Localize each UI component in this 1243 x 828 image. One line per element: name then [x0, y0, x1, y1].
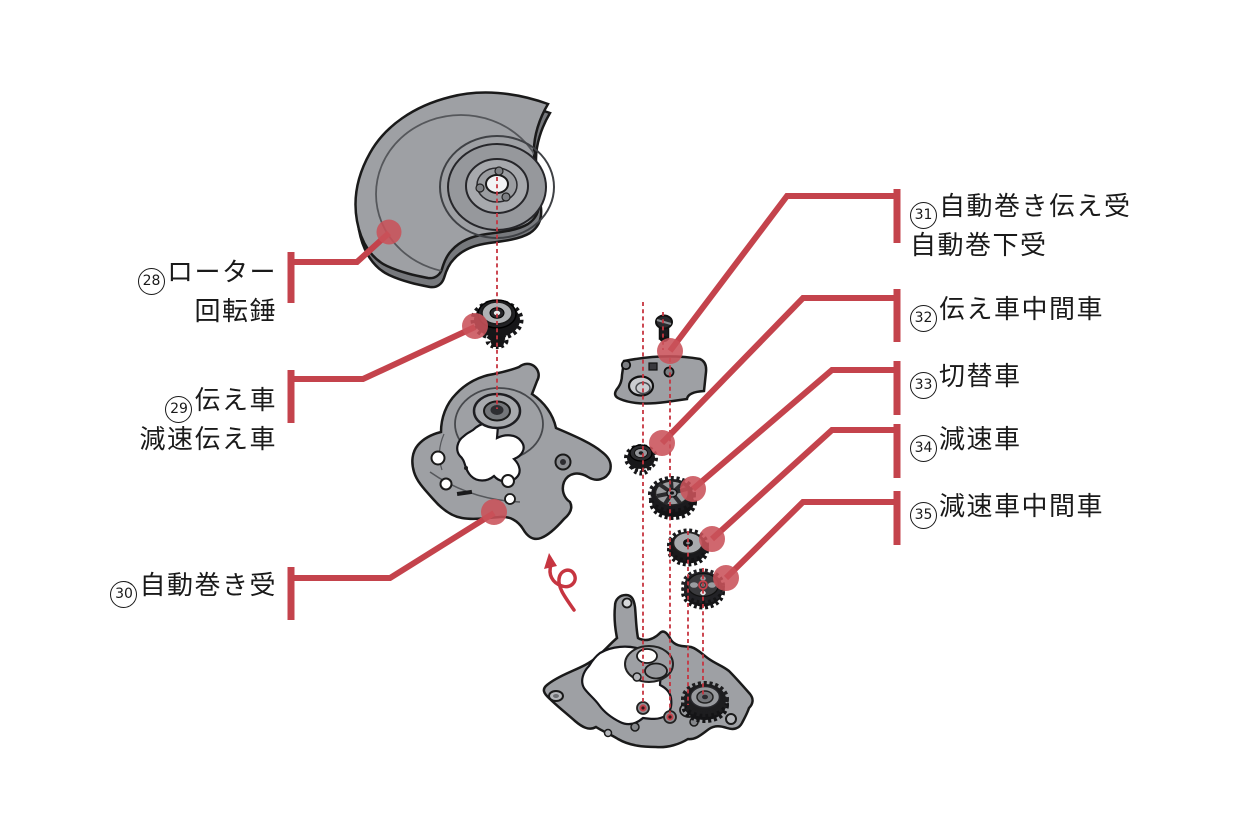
label-31-text-2: 自動巻下受	[910, 231, 1048, 261]
label-35-number: 35	[910, 502, 937, 529]
label-32-number: 32	[910, 305, 937, 332]
label-28-text-2: 回転錘	[194, 297, 277, 327]
callout-dots	[376, 219, 739, 591]
label-28-line-2: 回転錘	[138, 295, 277, 330]
label-34-text-1: 減速車	[939, 425, 1022, 455]
main-plate-part	[542, 593, 754, 749]
rotation-direction-arrow	[544, 553, 577, 612]
label-30-text-1: 自動巻き受	[139, 571, 277, 601]
label-33-text-1: 切替車	[939, 362, 1022, 392]
winding-transmission-bridge-part	[613, 355, 708, 405]
callout-leaders	[287, 189, 901, 620]
label-29-line-2: 減速伝え車	[139, 423, 277, 458]
label-29-text-1: 伝え車	[194, 386, 277, 416]
label-33-number: 33	[910, 372, 937, 399]
label-31-line-2: 自動巻下受	[910, 229, 1132, 264]
label-30-number: 30	[110, 581, 138, 608]
label-28-number: 28	[137, 268, 165, 295]
label-34-number: 34	[910, 435, 937, 462]
label-28-text-1: ローター	[166, 258, 277, 288]
label-32-text-1: 伝え車中間車	[939, 295, 1105, 325]
label-31-text-1: 自動巻き伝え受	[939, 192, 1132, 222]
transmission-intermediate-wheel-part	[624, 444, 658, 476]
plate-mounted-gear	[681, 681, 729, 723]
label-29-number: 29	[165, 396, 193, 423]
rotor-part	[354, 91, 555, 289]
label-31-number: 31	[910, 202, 937, 229]
winding-bridge-part	[411, 362, 612, 541]
label-35-text-1: 減速車中間車	[939, 492, 1105, 522]
label-29-text-2: 減速伝え車	[139, 425, 277, 455]
